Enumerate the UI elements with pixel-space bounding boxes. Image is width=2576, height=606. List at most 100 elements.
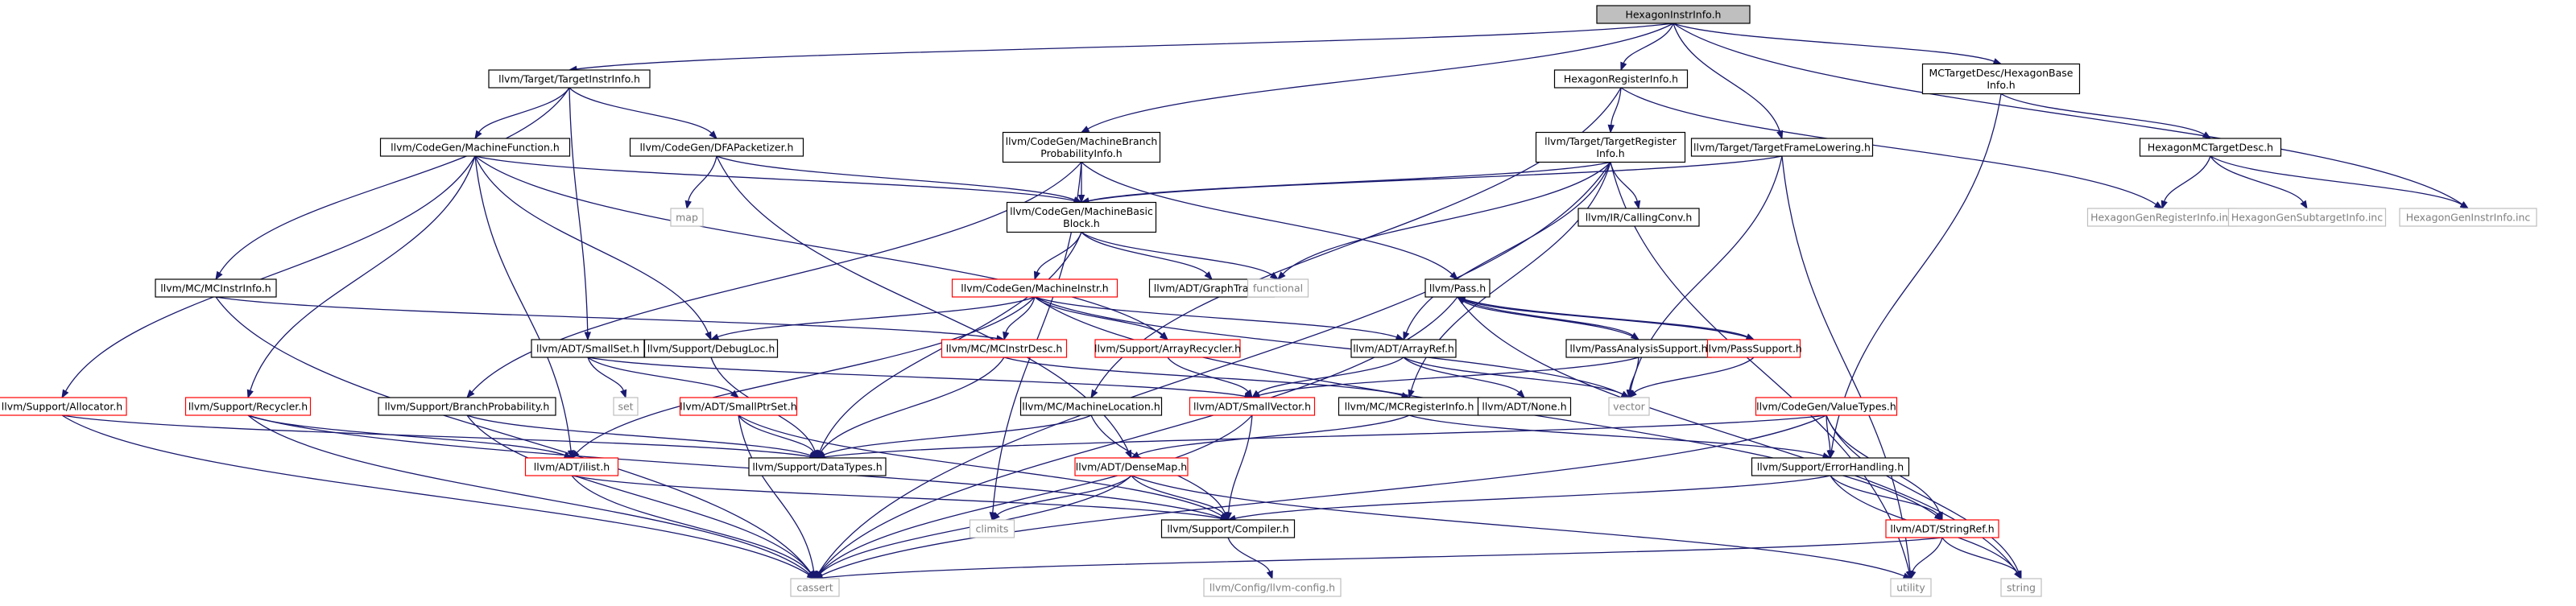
edge-dfa-to-map: [684, 155, 717, 210]
edge-line: [1034, 296, 1397, 338]
edge-line: [1620, 87, 2156, 205]
edge-arrowhead: [1909, 570, 1916, 580]
node-vt[interactable]: llvm/CodeGen/ValueTypes.h: [1755, 397, 1898, 416]
node-pas[interactable]: llvm/PassAnalysisSupport.h: [1565, 339, 1712, 358]
node-label: llvm/Target/TargetFrameLowering.h: [1693, 142, 1871, 154]
node-box: [2000, 578, 2042, 597]
edge-arrowhead: [709, 130, 717, 139]
edge-smallset-to-set: [587, 357, 627, 399]
node-sv[interactable]: llvm/ADT/SmallVector.h: [1189, 397, 1316, 416]
node-allocator[interactable]: llvm/Support/Allocator.h: [0, 397, 127, 416]
node-ilist[interactable]: llvm/ADT/ilist.h: [524, 457, 619, 476]
edge-line: [571, 475, 1222, 519]
node-bp[interactable]: llvm/Support/BranchProbability.h: [378, 397, 556, 416]
node-densemap[interactable]: llvm/ADT/DenseMap.h: [1074, 457, 1189, 476]
edge-arrayref-to-sv: [1251, 357, 1404, 398]
node-ar[interactable]: llvm/Support/ArrayRecycler.h: [1094, 339, 1241, 358]
edge-arrowhead: [1934, 512, 1943, 521]
node-label: llvm/ADT/ArrayRef.h: [1353, 343, 1454, 355]
node-box: [951, 278, 1118, 298]
edge-line: [1081, 162, 1453, 275]
node-label: HexagonGenRegisterInfo.inc: [2090, 212, 2234, 224]
edge-line: [466, 414, 812, 574]
node-label: llvm/CodeGen/MachineInstr.h: [961, 282, 1108, 295]
node-label: llvm/MC/MCRegisterInfo.h: [1345, 401, 1474, 413]
node-set: set: [613, 397, 639, 416]
edge-line: [1610, 162, 1638, 202]
node-recycler[interactable]: llvm/Support/Recycler.h: [184, 397, 312, 416]
edge-line: [1257, 357, 1404, 394]
node-llvmconfig: llvm/Config/llvm-config.h: [1203, 578, 1342, 597]
node-label: map: [676, 212, 698, 224]
node-gt[interactable]: llvm/ADT/GraphTraits.h: [1148, 278, 1276, 298]
node-smallset[interactable]: llvm/ADT/SmallSet.h: [531, 339, 645, 358]
node-hsinc: HexagonGenSubtargetInfo.inc: [2227, 208, 2387, 227]
node-cassert: cassert: [790, 578, 840, 597]
node-sps[interactable]: llvm/ADT/SmallPtrSet.h: [679, 397, 798, 416]
node-label: llvm/CodeGen/ValueTypes.h: [1756, 401, 1896, 413]
edge-arrowhead: [709, 333, 720, 340]
edge-line: [821, 357, 1005, 452]
node-hri[interactable]: HexagonRegisterInfo.h: [1553, 69, 1689, 89]
node-none[interactable]: llvm/ADT/None.h: [1477, 397, 1572, 416]
edge-compiler-to-llvmconfig: [1227, 537, 1273, 580]
edge-line: [1623, 23, 1674, 64]
edge-line: [1634, 357, 1755, 394]
node-box: [2227, 208, 2387, 227]
edge-arrowhead: [584, 332, 591, 341]
node-eh[interactable]: llvm/Support/ErrorHandling.h: [1751, 457, 1910, 476]
edge-line: [1167, 357, 1249, 393]
node-debugloc[interactable]: llvm/Support/DebugLoc.h: [643, 339, 779, 358]
node-cc[interactable]: llvm/IR/CallingConv.h: [1577, 208, 1700, 227]
edge-line: [466, 414, 811, 456]
edge-line: [1282, 162, 1611, 274]
node-label: llvm/CodeGen/MachineBasic: [1010, 205, 1153, 217]
edge-line: [1403, 357, 1623, 395]
node-mcid[interactable]: llvm/MC/MCInstrDesc.h: [941, 339, 1068, 358]
edge-stringref-to-cassert: [813, 537, 1943, 582]
edge-arrowhead: [1160, 332, 1168, 340]
node-tfl[interactable]: llvm/Target/TargetFrameLowering.h: [1690, 138, 1874, 157]
node-label: llvm/PassSupport.h: [1706, 343, 1802, 355]
nodes-layer: HexagonInstrInfo.h llvm/Target/TargetInst…: [0, 5, 2537, 597]
edge-arrowhead: [1220, 511, 1229, 521]
node-datatypes[interactable]: llvm/Support/DataTypes.h: [748, 457, 887, 476]
edge-passsupport-to-vector: [1628, 357, 1755, 398]
node-tii[interactable]: llvm/Target/TargetInstrInfo.h: [488, 69, 651, 89]
node-root[interactable]: HexagonInstrInfo.h: [1596, 5, 1751, 24]
node-mbpi[interactable]: llvm/CodeGen/MachineBranchProbabilityInf…: [1002, 131, 1161, 163]
node-mcii[interactable]: llvm/MC/MCInstrInfo.h: [155, 278, 277, 298]
node-pass[interactable]: llvm/Pass.h: [1424, 278, 1491, 298]
edge-line: [569, 87, 713, 134]
node-compiler[interactable]: llvm/Support/Compiler.h: [1160, 519, 1296, 538]
node-passsupport[interactable]: llvm/PassSupport.h: [1706, 339, 1802, 358]
edge-line: [2000, 93, 2205, 135]
edge-mf-to-debugloc: [474, 155, 712, 341]
edge-line: [1036, 232, 1082, 273]
node-arrayref[interactable]: llvm/ADT/ArrayRef.h: [1350, 339, 1457, 358]
edge-mbpi-to-pass: [1081, 162, 1459, 280]
node-box: [1247, 278, 1309, 298]
edge-arrowhead: [1620, 61, 1627, 72]
node-dfa[interactable]: llvm/CodeGen/DFAPacketizer.h: [629, 138, 804, 157]
edge-line: [1457, 296, 1747, 338]
node-box: [1596, 5, 1751, 24]
node-stringref[interactable]: llvm/ADT/StringRef.h: [1885, 519, 1999, 538]
edge-mcri-to-eh: [1408, 414, 1832, 460]
node-hmctd[interactable]: HexagonMCTargetDesc.h: [2139, 138, 2282, 157]
edge-arrowhead: [466, 390, 475, 399]
edge-line: [61, 414, 811, 458]
node-label: cassert: [796, 582, 833, 594]
edge-mbb-to-functional: [1081, 231, 1280, 280]
node-mcri[interactable]: llvm/MC/MCRegisterInfo.h: [1338, 397, 1481, 416]
node-mcloc[interactable]: llvm/MC/MachineLocation.h: [1019, 397, 1163, 416]
node-label: ProbabilityInfo.h: [1040, 147, 1122, 159]
node-label: llvm/ADT/DenseMap.h: [1076, 461, 1187, 473]
node-label: HexagonMCTargetDesc.h: [2148, 142, 2273, 154]
node-box: [1706, 339, 1801, 358]
node-mf[interactable]: llvm/CodeGen/MachineFunction.h: [379, 138, 571, 157]
node-mi[interactable]: llvm/CodeGen/MachineInstr.h: [951, 278, 1118, 298]
